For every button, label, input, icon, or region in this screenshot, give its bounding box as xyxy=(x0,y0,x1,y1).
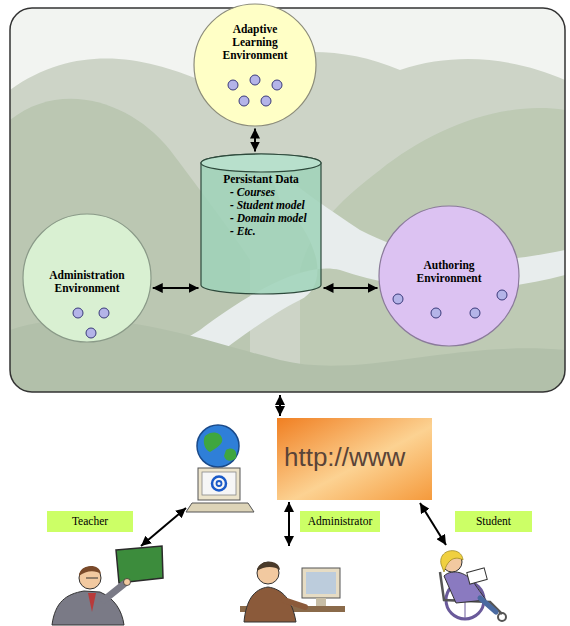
double-arrow xyxy=(254,129,256,152)
component-dot xyxy=(239,96,249,106)
cylinder-top xyxy=(201,154,321,172)
student-figure-part xyxy=(441,551,463,572)
administrator-figure-part xyxy=(284,600,305,607)
component-dot xyxy=(470,308,480,318)
teacher-figure-part xyxy=(116,546,163,583)
role-tag: Student xyxy=(455,511,532,532)
environment-circle: Adaptive Learning Environment xyxy=(193,3,317,127)
component-dot xyxy=(497,290,507,300)
computer-icon-part xyxy=(224,448,236,460)
administrator-figure-part xyxy=(257,562,280,571)
environment-circle: Administration Environment xyxy=(22,213,152,343)
role-tag: Teacher xyxy=(47,511,133,532)
administrator-figure-part xyxy=(302,568,340,598)
data-store-cylinder: Persistant Data- Courses- Student model-… xyxy=(200,153,322,295)
circle-fill xyxy=(23,214,151,342)
student-figure-part xyxy=(467,568,487,584)
component-dot xyxy=(431,308,441,318)
computer-icon-part xyxy=(197,425,239,467)
administrator-figure-part xyxy=(257,562,279,584)
environment-circle: Authoring Environment xyxy=(378,205,520,347)
environment-name: Authoring Environment xyxy=(401,259,497,285)
store-item: - Domain model xyxy=(200,212,322,225)
teacher-figure-part xyxy=(79,566,101,576)
store-title: Persistant Data xyxy=(200,173,322,186)
administrator-figure-part xyxy=(306,572,336,594)
role-name: Administrator xyxy=(306,514,374,529)
store-item: - Student model xyxy=(200,199,322,212)
student-figure-part xyxy=(498,613,506,621)
computer-icon-part xyxy=(212,477,226,491)
role-name: Student xyxy=(461,514,526,529)
teacher-figure xyxy=(52,546,163,625)
component-dot xyxy=(393,294,403,304)
computer-icon-part xyxy=(217,481,222,486)
component-dot xyxy=(250,75,260,85)
environment-name: Adaptive Learning Environment xyxy=(215,23,295,62)
computer-icon-part xyxy=(186,503,254,512)
access-arrow xyxy=(420,503,446,545)
double-arrow xyxy=(153,287,199,289)
role-name: Teacher xyxy=(53,514,127,529)
access-arrow xyxy=(288,502,290,546)
component-dot xyxy=(228,80,238,90)
role-tag: Administrator xyxy=(300,511,380,532)
administrator-figure-part xyxy=(316,598,326,606)
access-arrow xyxy=(141,508,186,546)
teacher-figure-part xyxy=(124,579,131,586)
teacher-figure-part xyxy=(88,593,96,612)
teacher-figure-part xyxy=(104,584,124,600)
administrator-figure xyxy=(240,562,345,622)
circle-fill xyxy=(379,206,519,346)
component-dot xyxy=(73,308,83,318)
web-address-image xyxy=(277,418,432,500)
computer-icon-part xyxy=(204,432,223,452)
teacher-figure-part xyxy=(86,578,98,579)
circle-fill xyxy=(194,4,316,126)
student-figure xyxy=(440,551,506,621)
store-item: - Courses xyxy=(200,186,322,199)
computer-icon-part xyxy=(198,468,240,500)
circle-outline xyxy=(193,3,317,127)
component-dot xyxy=(99,308,109,318)
cylinder-body xyxy=(201,154,321,294)
computer-icon-part xyxy=(202,472,236,495)
double-arrow xyxy=(324,287,378,289)
component-dot xyxy=(272,80,282,90)
component-dot xyxy=(261,96,271,106)
component-dot xyxy=(86,328,96,338)
student-figure-part xyxy=(480,598,496,612)
environment-name: Administration Environment xyxy=(37,269,137,295)
access-arrow xyxy=(279,395,281,416)
store-item: - Etc. xyxy=(200,225,322,238)
computer-icon xyxy=(186,425,254,512)
web-address-text: http://www xyxy=(284,442,405,473)
